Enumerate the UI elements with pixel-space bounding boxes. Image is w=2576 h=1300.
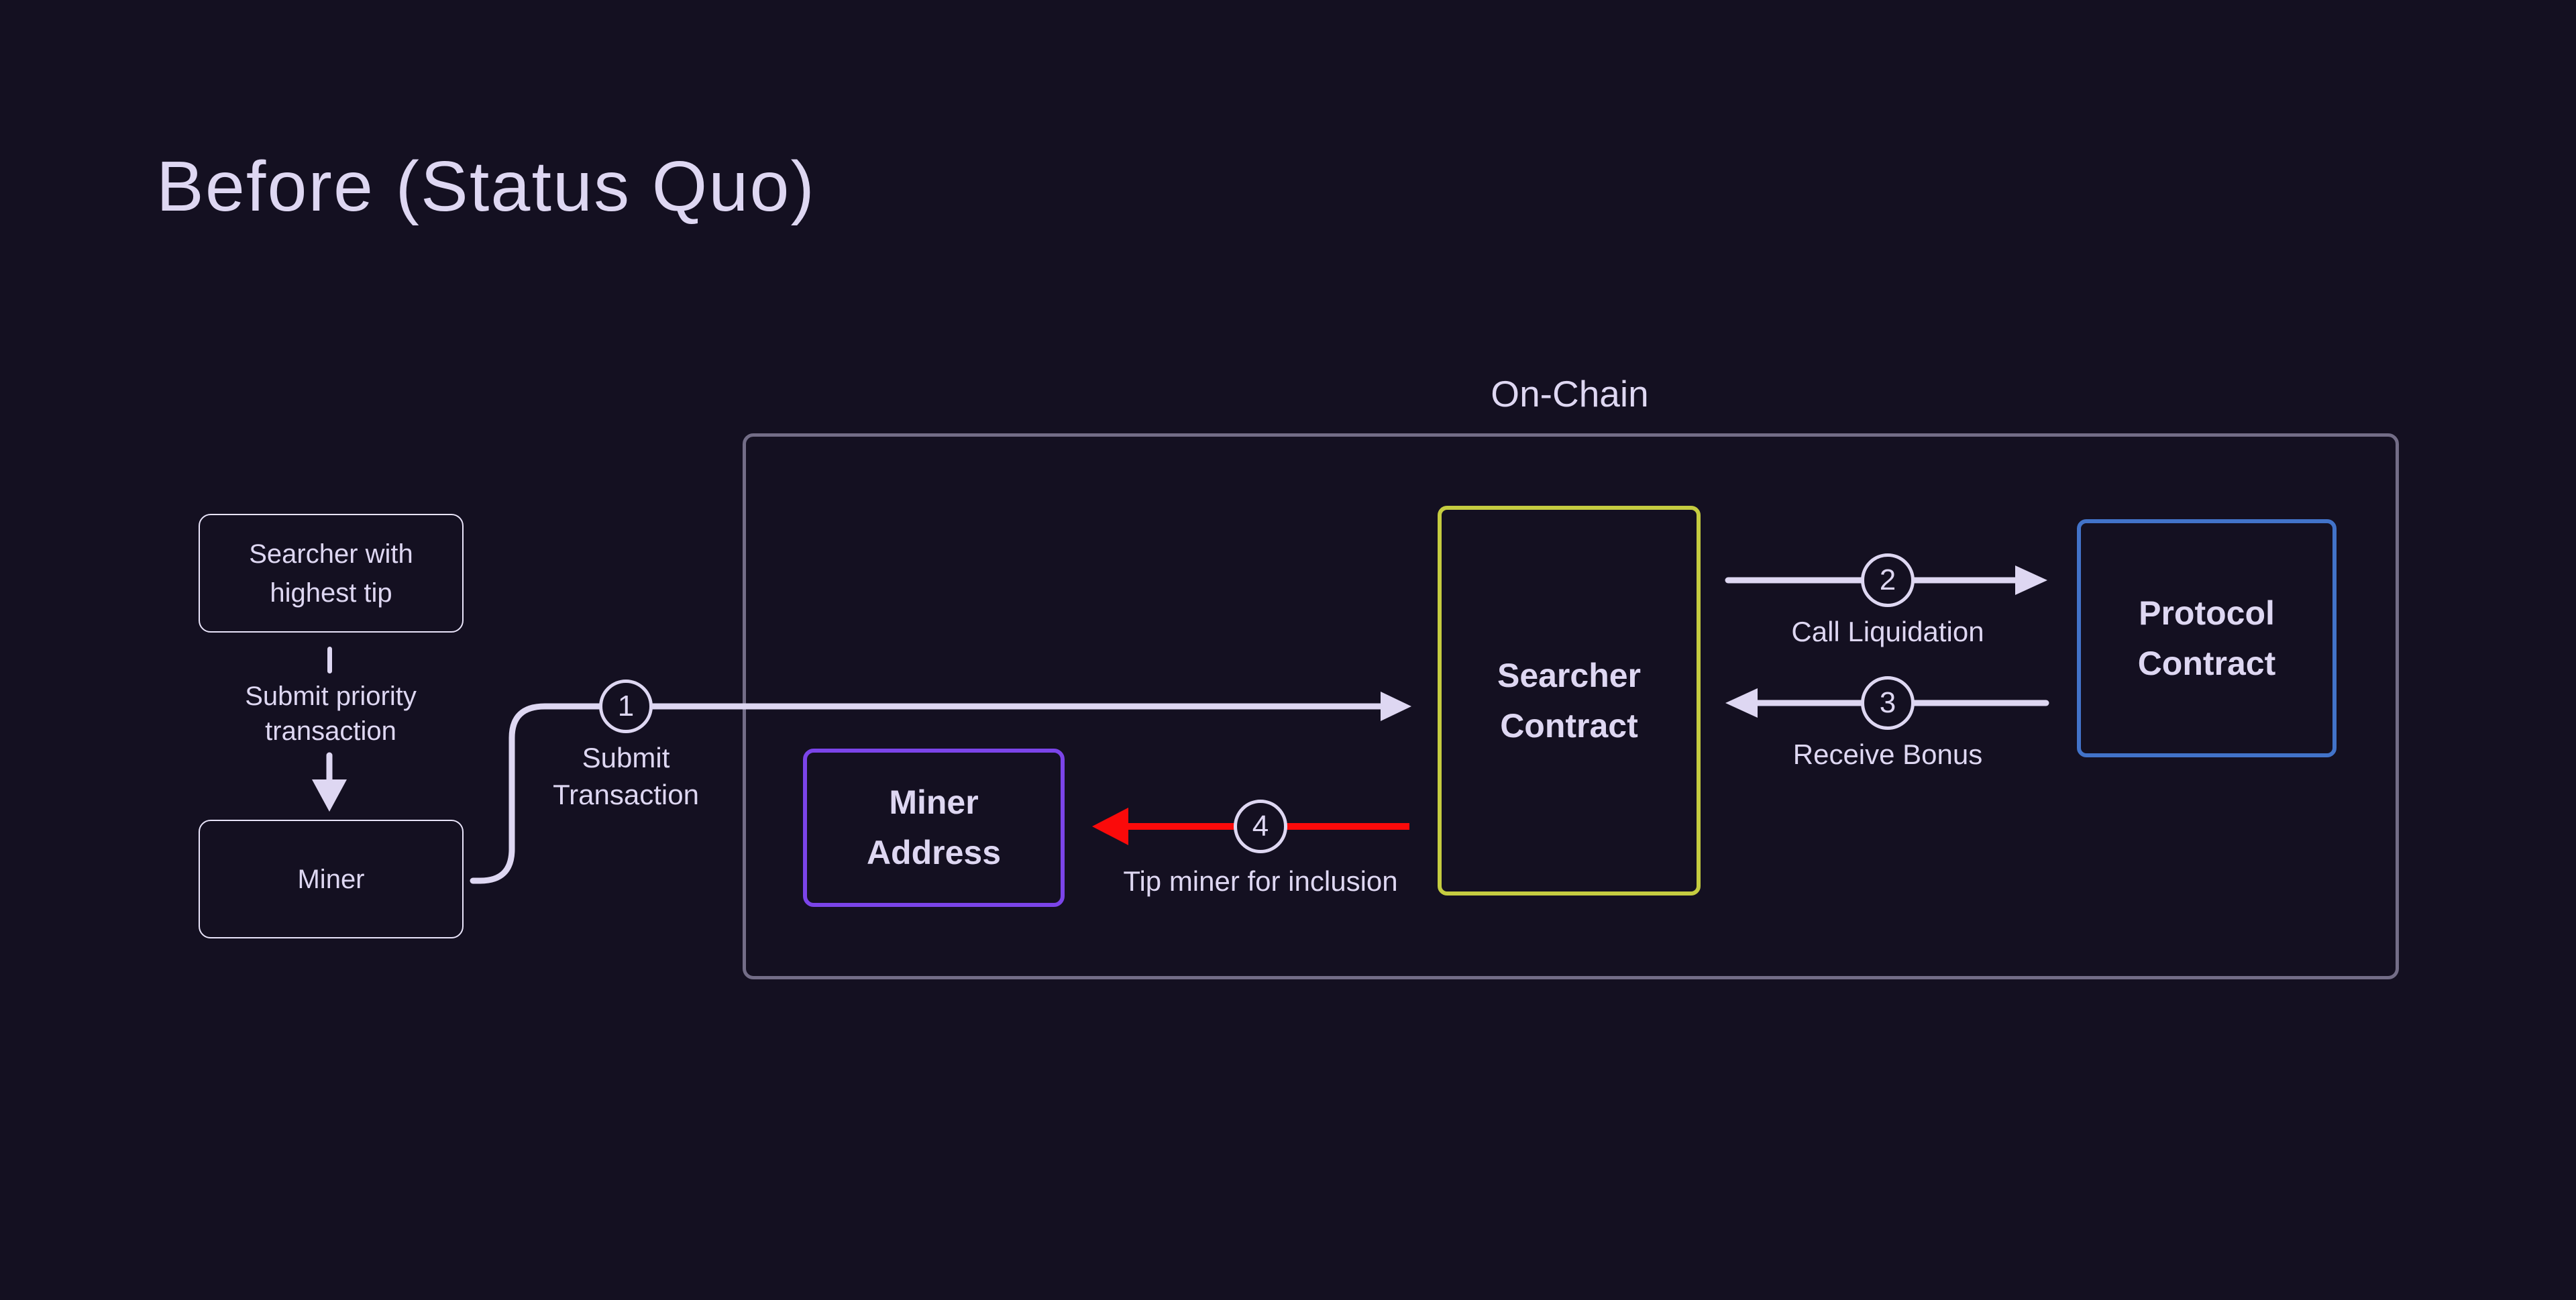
node-searcher-highest-tip: Searcher with highest tip [199, 514, 464, 633]
step-number-2: 2 [1879, 563, 1896, 596]
label-receive-bonus: Receive Bonus [1792, 739, 1983, 770]
node-searcher-contract-label: Searcher Contract [1497, 656, 1642, 745]
connector-dash [327, 647, 332, 673]
node-searcher-contract: Searcher Contract [1438, 506, 1701, 896]
down-arrow-head-icon [312, 779, 347, 812]
step-number-3: 3 [1879, 686, 1896, 719]
label-call-liquidation: Call Liquidation [1791, 616, 1984, 647]
step-circle-1: 1 [599, 680, 653, 733]
step-number-1: 1 [617, 690, 635, 722]
flow-line-submit-transaction [470, 703, 1387, 884]
label-submit-priority: Submit priority transaction [245, 682, 417, 746]
node-protocol-contract: Protocol Contract [2077, 519, 2337, 757]
arrowhead-submit-transaction-icon [1381, 692, 1411, 721]
arrowhead-tip-miner-icon [1092, 808, 1128, 845]
node-searcher-highest-tip-label: Searcher with highest tip [249, 539, 413, 608]
node-miner-address-label: Miner Address [866, 783, 1002, 871]
label-submit-transaction: Submit Transaction [553, 742, 699, 810]
label-tip-miner: Tip miner for inclusion [1123, 865, 1398, 897]
node-protocol-contract-label: Protocol Contract [2137, 594, 2276, 682]
node-miner-address: Miner Address [803, 749, 1065, 907]
arrowhead-call-liquidation-icon [2015, 565, 2047, 595]
arrowhead-receive-bonus-icon [1725, 688, 1758, 718]
step-circle-4: 4 [1234, 800, 1287, 853]
step-circle-3: 3 [1861, 676, 1915, 730]
node-miner-label: Miner [297, 864, 365, 894]
node-miner: Miner [199, 820, 464, 938]
onchain-region-label: On-Chain [1491, 373, 1649, 415]
step-circle-2: 2 [1861, 553, 1915, 607]
page-title: Before (Status Quo) [156, 147, 816, 226]
step-number-4: 4 [1252, 810, 1269, 843]
